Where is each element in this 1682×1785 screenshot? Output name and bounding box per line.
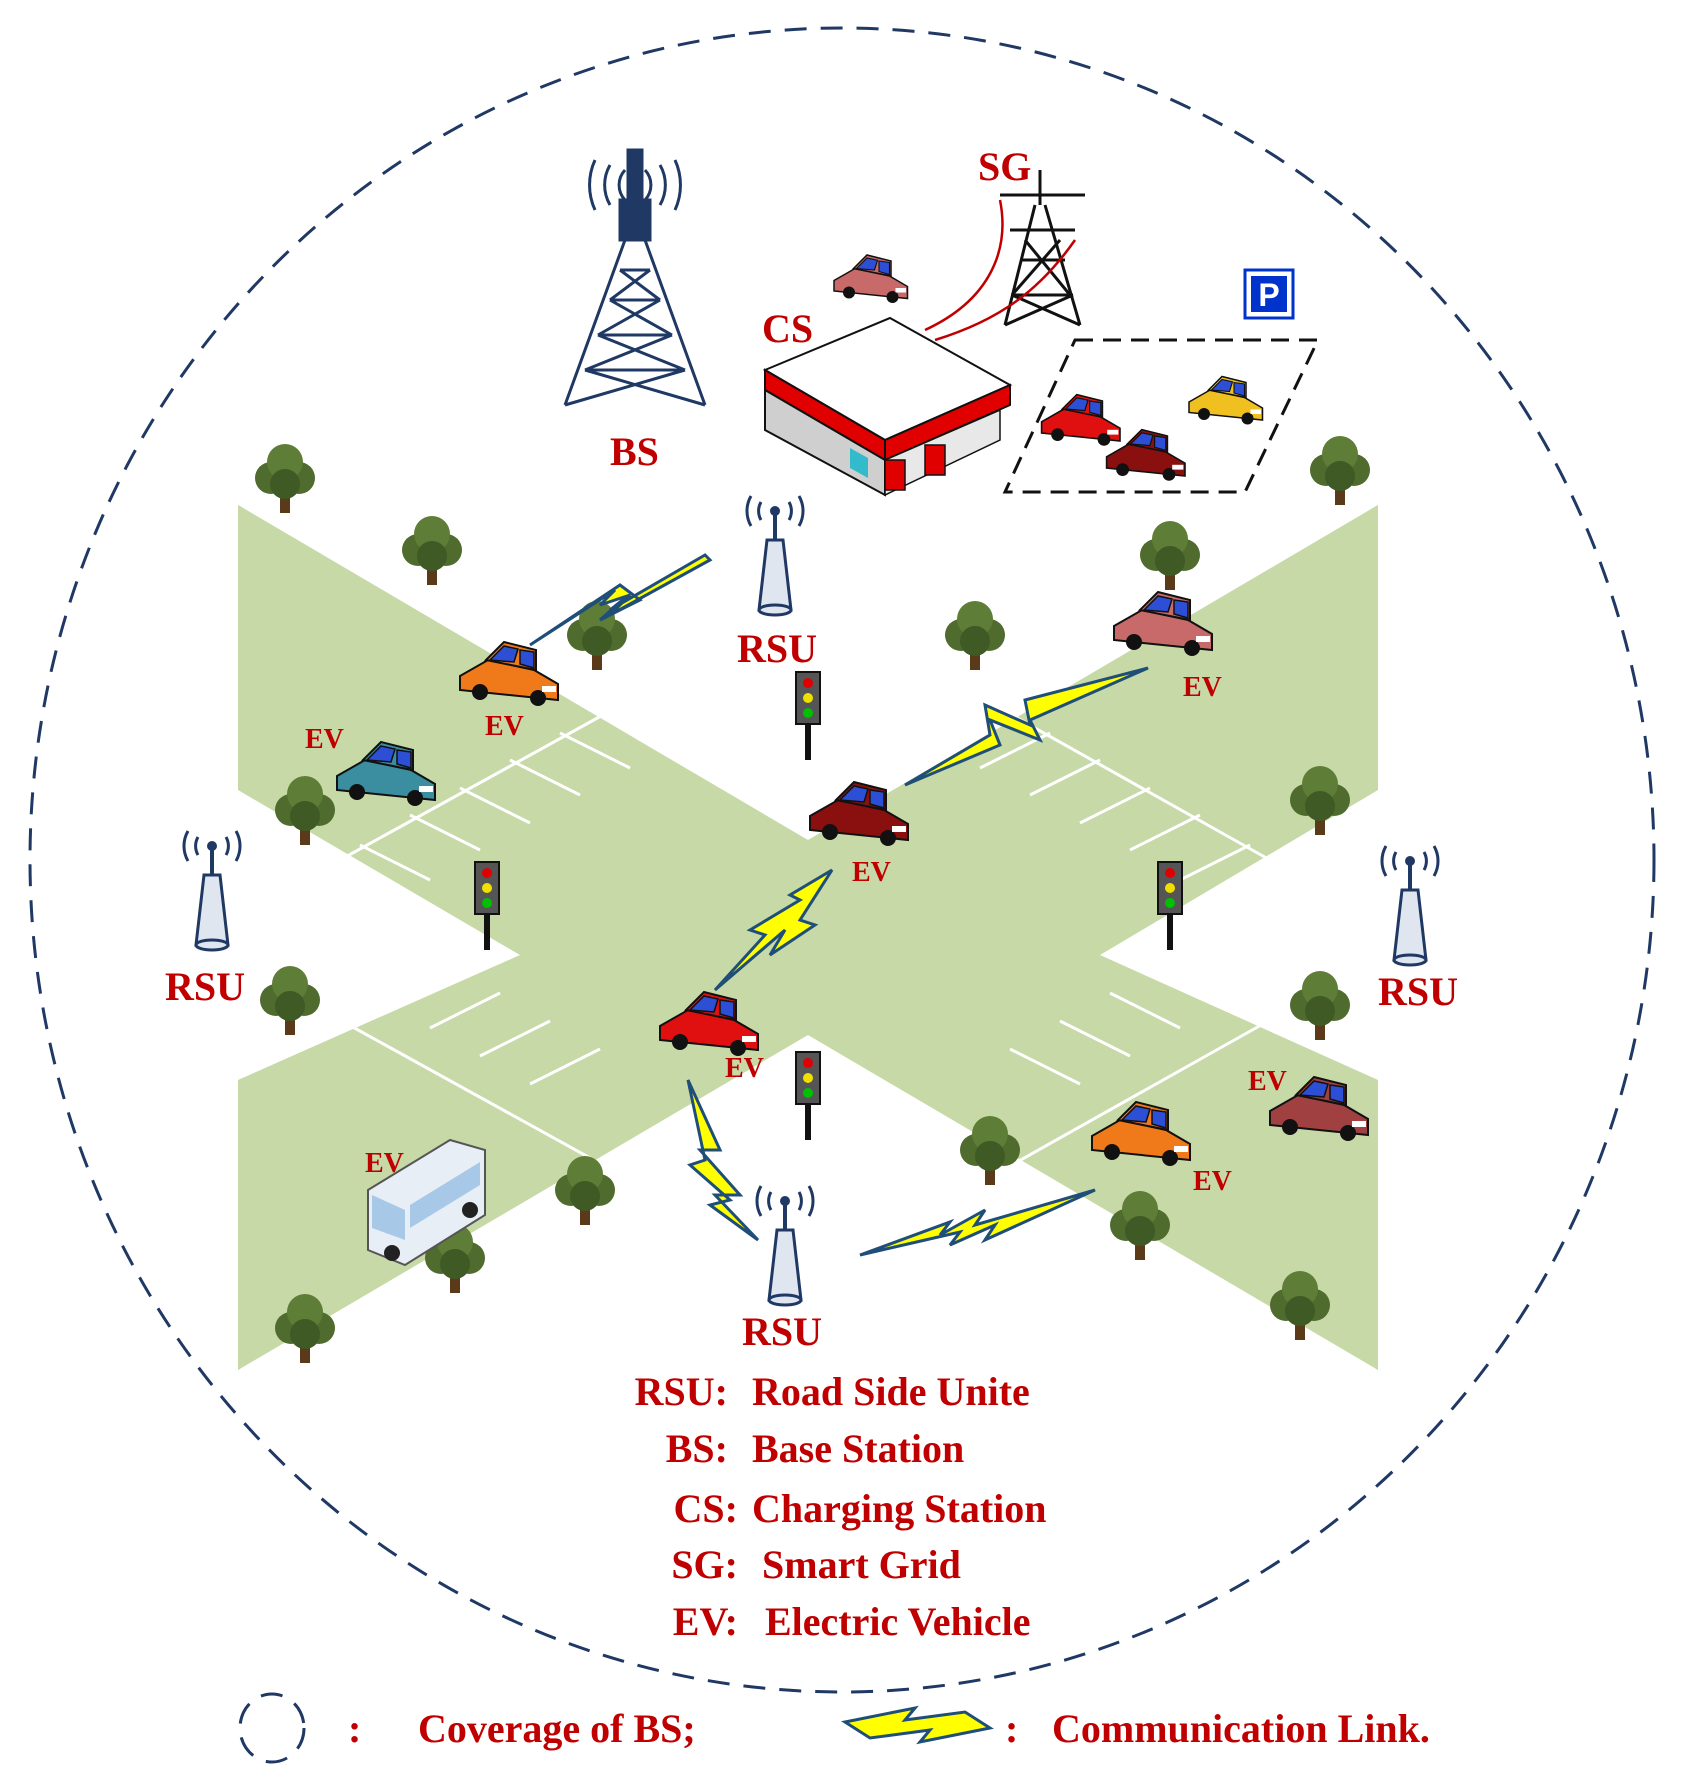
label-rsu-bottom: RSU	[742, 1309, 822, 1354]
label-cs: CS	[762, 306, 813, 351]
rsu-right	[1379, 844, 1441, 967]
glossary-abbr-sg: SG:	[671, 1542, 738, 1587]
glossary-abbr-ev: EV:	[673, 1599, 738, 1644]
glossary: RSU: Road Side Unite BS: Base Station CS…	[635, 1369, 1047, 1644]
label-ev-6: EV	[1248, 1066, 1287, 1097]
label-rsu-right: RSU	[1378, 969, 1458, 1014]
label-ev-4: EV	[852, 857, 891, 888]
glossary-text-cs: Charging Station	[752, 1486, 1047, 1531]
glossary-abbr-cs: CS:	[674, 1486, 738, 1531]
label-rsu-top: RSU	[737, 626, 817, 671]
link-ev-center	[713, 868, 834, 992]
bs-coverage-circle	[28, 26, 1656, 1694]
label-ev-1: EV	[485, 711, 524, 742]
glossary-text-bs: Base Station	[752, 1426, 964, 1471]
label-ev-5: EV	[725, 1053, 764, 1084]
legend-coverage-icon	[238, 1692, 306, 1764]
link-rsu-bottom-left	[686, 1079, 760, 1242]
rsu-top	[744, 494, 806, 617]
label-ev-8: EV	[365, 1148, 404, 1179]
link-rsu-top	[529, 553, 713, 647]
glossary-text-rsu: Road Side Unite	[752, 1369, 1030, 1414]
smart-grid-pylon	[1000, 170, 1085, 327]
legend-link-icon	[841, 1705, 994, 1745]
base-station-tower	[563, 148, 707, 407]
legend-colon-coverage: :	[348, 1706, 361, 1751]
power-lines	[924, 199, 1077, 342]
legend-colon-link: :	[1005, 1706, 1018, 1751]
glossary-abbr-bs: BS:	[666, 1426, 728, 1471]
label-ev-7: EV	[1193, 1166, 1232, 1197]
rsu-left	[181, 829, 243, 952]
label-ev-2: EV	[305, 724, 344, 755]
legend-coverage-text: Coverage of BS;	[418, 1706, 696, 1751]
parking-lot: P	[833, 254, 1321, 494]
label-rsu-left: RSU	[165, 964, 245, 1009]
glossary-text-ev: Electric Vehicle	[765, 1599, 1030, 1644]
legend-link-text: Communication Link.	[1052, 1706, 1430, 1751]
charging-station	[762, 316, 1013, 497]
link-rsu-bottom-right	[859, 1188, 1096, 1257]
vehicles	[336, 591, 1369, 1267]
label-sg: SG	[978, 144, 1031, 189]
glossary-text-sg: Smart Grid	[762, 1542, 961, 1587]
crosswalks	[339, 698, 1271, 1182]
label-ev-3: EV	[1183, 672, 1222, 703]
parking-sign-letter: P	[1258, 277, 1279, 313]
ev-bus	[367, 1138, 486, 1267]
link-ev-topright	[904, 666, 1149, 787]
legend: : Coverage of BS; : Communication Link.	[238, 1692, 1430, 1764]
glossary-abbr-rsu: RSU:	[635, 1369, 728, 1414]
label-bs: BS	[610, 429, 659, 474]
communication-links	[529, 553, 1149, 1257]
rsu-bottom	[754, 1184, 816, 1307]
